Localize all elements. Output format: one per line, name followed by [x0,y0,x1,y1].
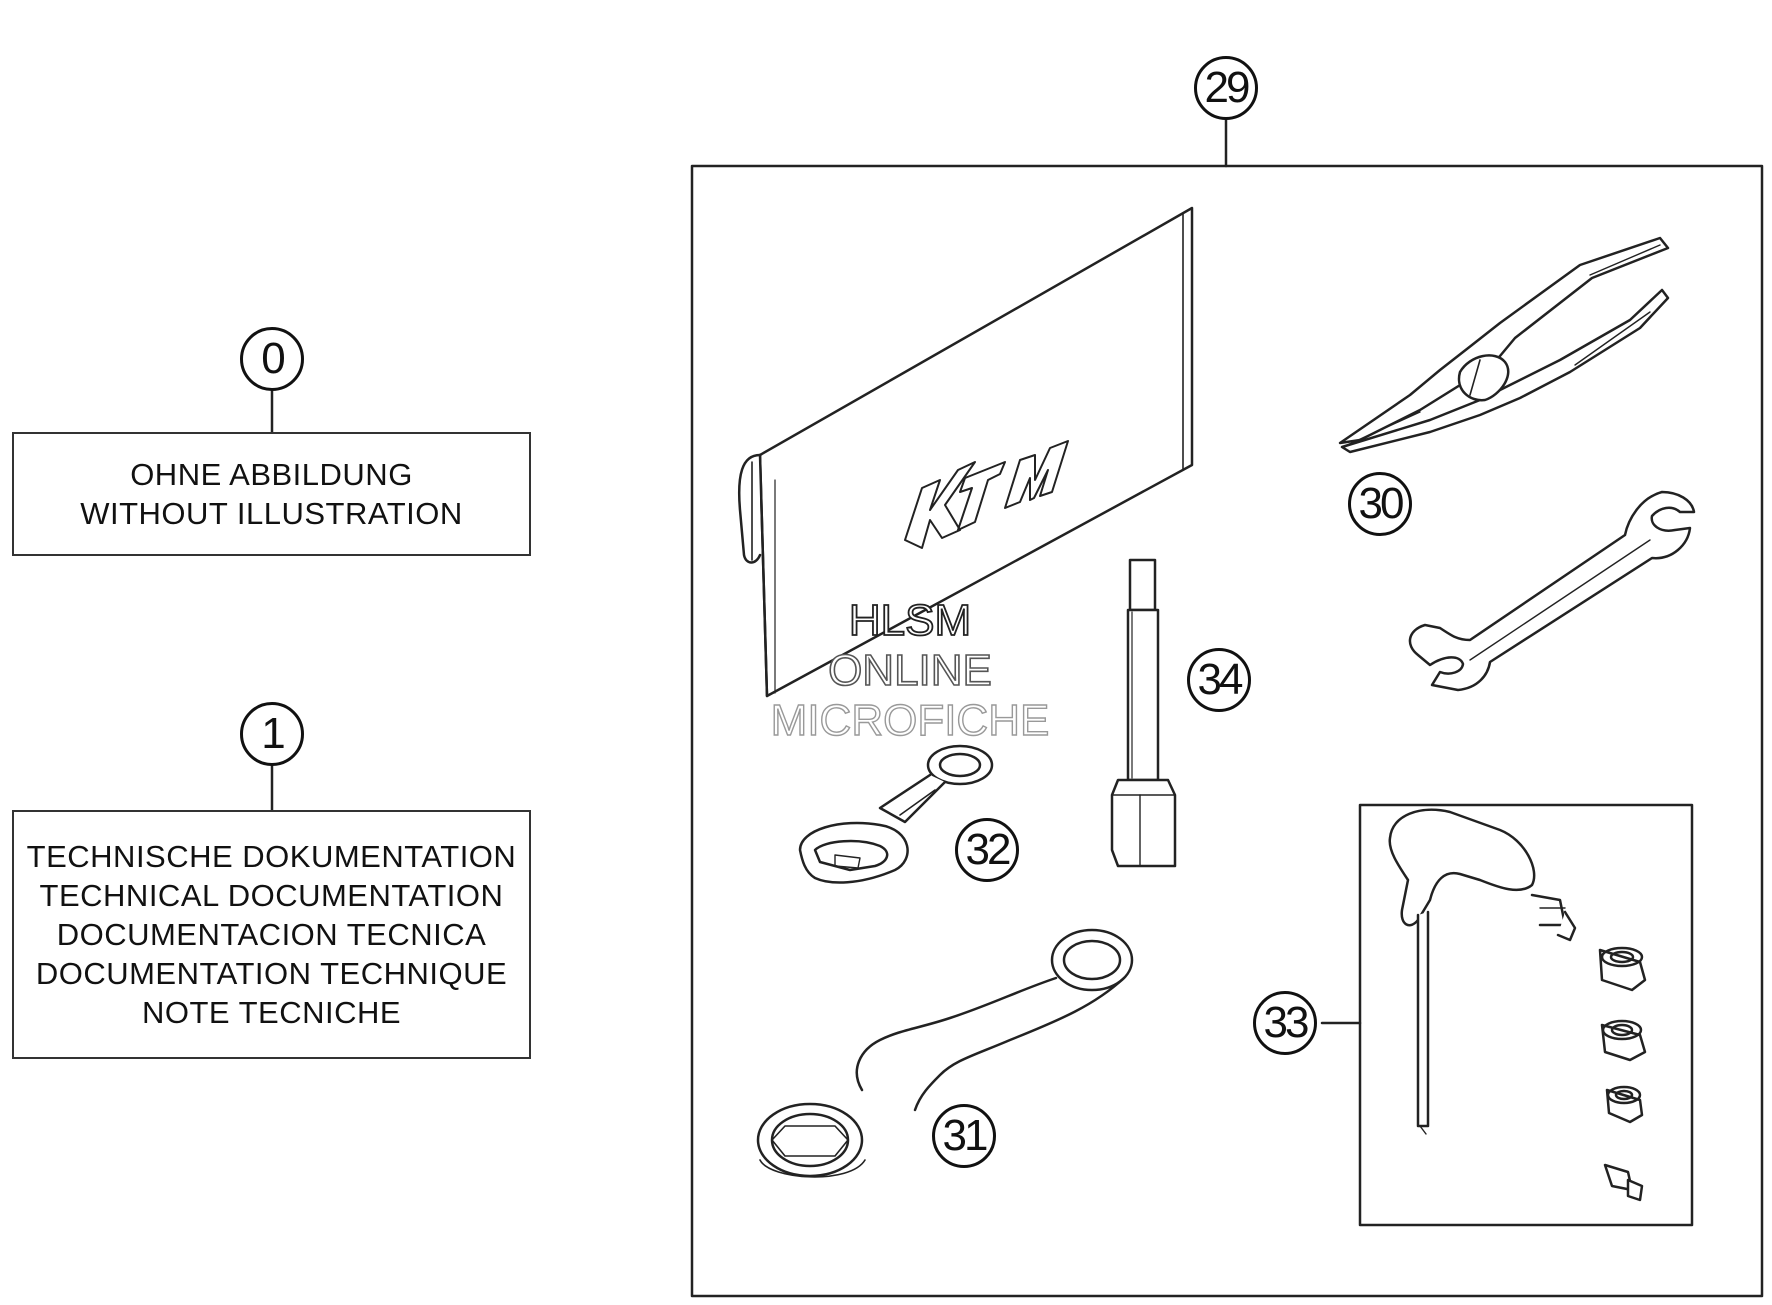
callout-34: 34 [1187,648,1251,712]
socket-small [1605,1085,1644,1124]
large-ring-spanner [756,928,1134,1178]
callout-0: 0 [240,327,304,391]
callout-32: 32 [955,818,1019,882]
socket-medium [1600,1019,1647,1062]
extension-bar [1110,558,1177,868]
t-handle-driver [1388,808,1577,1135]
note-0-line-2: WITHOUT ILLUSTRATION [80,496,463,531]
watermark-line-3: MICROFICHE [770,695,1050,745]
ktm-logo [904,440,1069,549]
note-box-1: TECHNISCHE DOKUMENTATION TECHNICAL DOCUM… [12,810,531,1059]
tool-pouch [737,206,1194,698]
open-end-wrench [1408,490,1696,692]
small-ring-spanner [798,744,994,884]
callout-33: 33 [1253,991,1317,1055]
callout-30: 30 [1348,472,1412,536]
callout-31: 31 [932,1104,996,1168]
bit-set-frame [1358,803,1694,1227]
note-1-line-3: DOCUMENTACION TECNICA [56,917,487,952]
note-1-line-5: NOTE TECNICHE [141,995,402,1030]
note-0-line-1: OHNE ABBILDUNG [130,457,413,492]
note-1-line-2: TECHNICAL DOCUMENTATION [39,878,504,913]
callout-29: 29 [1194,56,1258,120]
note-box-0: OHNE ABBILDUNG WITHOUT ILLUSTRATION [12,432,531,556]
hex-bit [1603,1163,1644,1202]
watermark-line-2: ONLINE [827,645,992,696]
socket-large [1598,946,1647,992]
pliers [1338,236,1670,454]
callout-1: 1 [240,702,304,766]
note-1-line-1: TECHNISCHE DOKUMENTATION [26,839,517,874]
watermark-line-1: HLSM [848,595,972,646]
note-1-line-4: DOCUMENTATION TECHNIQUE [35,956,508,991]
